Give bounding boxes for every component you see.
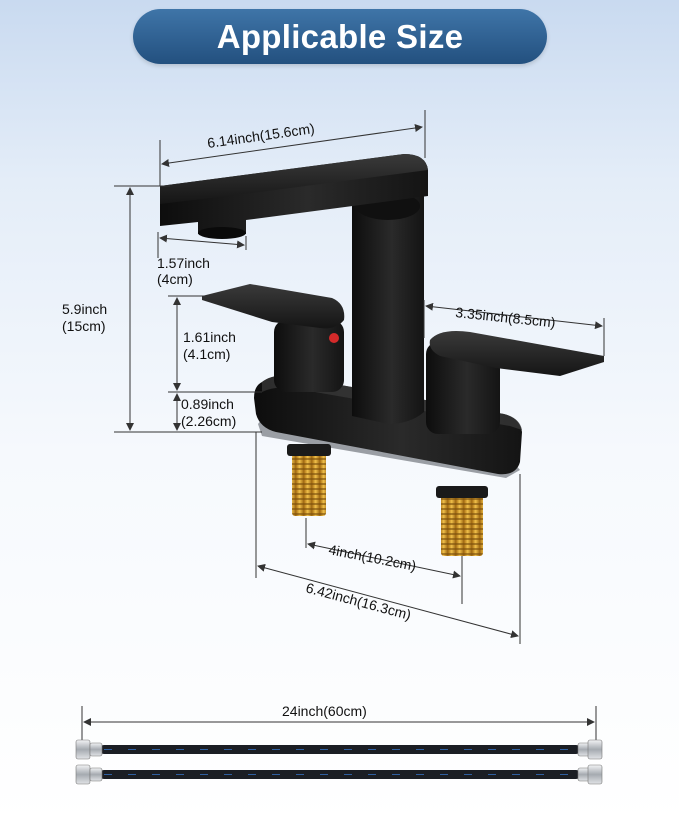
hose-2 xyxy=(75,764,603,785)
left-brass-shank xyxy=(292,448,326,516)
handle-height-label-in: 1.61inch xyxy=(183,329,236,345)
left-handle-body xyxy=(274,320,344,392)
left-handle-lever xyxy=(202,284,345,329)
hose-length-label: 24inch(60cm) xyxy=(282,703,367,719)
title-banner: Applicable Size xyxy=(133,9,547,64)
right-shank-nut xyxy=(436,486,488,498)
hose-1 xyxy=(75,739,603,760)
faucet-column xyxy=(352,188,424,424)
left-shank-nut xyxy=(287,444,331,456)
faucet-base xyxy=(254,375,522,475)
right-handle-body xyxy=(426,342,500,434)
base-length-label: 6.42inch(16.3cm) xyxy=(304,579,413,622)
spout-length-label: 6.14inch(15.6cm) xyxy=(206,120,315,151)
total-height-label-in: 5.9inch xyxy=(62,301,107,317)
base-height-label-in: 0.89inch xyxy=(181,396,234,412)
center-spread-label: 4inch(10.2cm) xyxy=(327,541,417,574)
right-brass-shank xyxy=(441,492,483,556)
outlet-label-in: 1.57inch xyxy=(157,255,210,271)
hoses xyxy=(75,739,603,785)
dimension-lines xyxy=(81,110,605,740)
faucet-illustration xyxy=(160,154,604,556)
right-handle-lever xyxy=(429,331,604,376)
handle-length-label: 3.35inch(8.5cm) xyxy=(455,304,557,330)
hot-indicator-dot xyxy=(329,333,339,343)
total-height-label-cm: (15cm) xyxy=(62,318,106,334)
aerator xyxy=(198,227,246,239)
outlet-label-cm: (4cm) xyxy=(157,271,193,287)
base-height-label-cm: (2.26cm) xyxy=(181,413,236,429)
page-title: Applicable Size xyxy=(216,17,464,55)
handle-height-label-cm: (4.1cm) xyxy=(183,346,230,362)
